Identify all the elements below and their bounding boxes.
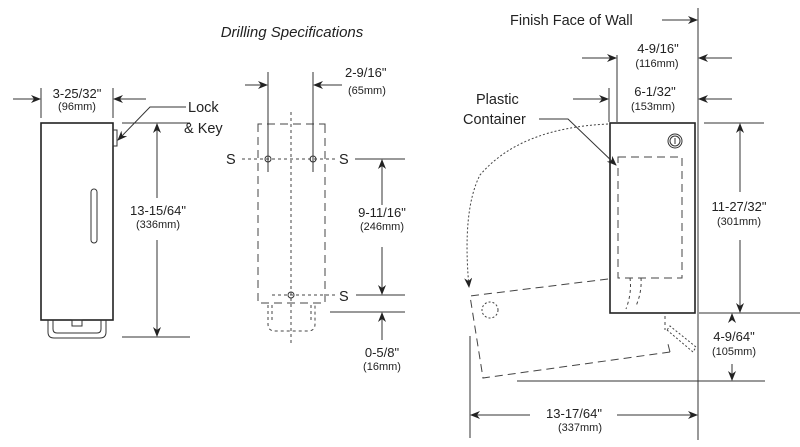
hole-spacing-dim: 2-9/16" xyxy=(345,65,387,80)
screw-label-top-right: S xyxy=(339,152,349,168)
side-height-mm: (301mm) xyxy=(717,216,761,228)
wall-label: Finish Face of Wall xyxy=(510,13,633,29)
dispenser-outline-dashed xyxy=(257,124,326,304)
front-view: 3-25/32" (96mm) 13-15/64" (336mm) Lock &… xyxy=(13,86,223,339)
top-left-screw-hole xyxy=(264,155,272,163)
push-button-inner xyxy=(52,320,102,334)
front-width-dim: 3-25/32" xyxy=(53,86,102,101)
top-right-screw-hole xyxy=(309,155,317,163)
push-button-tab xyxy=(71,319,83,327)
depth-mm-2: (153mm) xyxy=(631,101,675,113)
door-swing-arc xyxy=(464,123,609,288)
open-position-lock xyxy=(481,301,499,319)
front-height-dim: 13-15/64" xyxy=(130,203,186,218)
hole-spacing-mm: (65mm) xyxy=(348,85,386,97)
push-button-outer xyxy=(47,320,107,339)
front-height-mm: (336mm) xyxy=(136,219,180,231)
vertical-spacing-dim: 9-11/16" xyxy=(358,205,406,220)
bottom-offset-dim: 0-5/8" xyxy=(365,345,400,360)
side-view: Finish Face of Wall 4-9/16" (116mm) 6-1/… xyxy=(463,8,800,440)
bottom-offset-mm: (16mm) xyxy=(363,361,401,373)
plastic-container-dashed xyxy=(617,156,683,279)
open-position-outline xyxy=(469,278,671,379)
dispenser-body-front xyxy=(40,122,114,321)
drilling-title: Drilling Specifications xyxy=(221,24,364,41)
side-height-dim: 11-27/32" xyxy=(712,199,767,214)
bottom-screw-hole xyxy=(287,291,295,299)
open-width-dim: 13-17/64" xyxy=(546,406,602,421)
bottom-height-mm: (105mm) xyxy=(712,346,756,358)
lock-key-label-line1: Lock xyxy=(188,100,219,116)
depth-mm-1: (116mm) xyxy=(635,58,678,70)
lock-key-tab xyxy=(112,129,118,147)
drilling-specifications: Drilling Specifications 2-9/16" (65mm) S… xyxy=(221,24,407,373)
sight-window xyxy=(90,188,98,244)
depth-dim-2: 6-1/32" xyxy=(634,84,676,99)
container-label-line2: Container xyxy=(463,112,526,128)
dispenser-body-side xyxy=(609,122,696,314)
screw-label-bottom: S xyxy=(339,289,349,305)
container-label-line1: Plastic xyxy=(476,92,519,108)
front-width-mm: (96mm) xyxy=(58,101,96,113)
open-width-mm: (337mm) xyxy=(558,422,602,434)
lock-icon xyxy=(667,133,683,149)
lock-key-label-line2: & Key xyxy=(184,121,223,137)
screw-label-top-left: S xyxy=(226,152,236,168)
depth-dim-1: 4-9/16" xyxy=(637,41,679,56)
bottom-height-dim: 4-9/64" xyxy=(713,329,755,344)
vertical-spacing-mm: (246mm) xyxy=(360,221,404,233)
